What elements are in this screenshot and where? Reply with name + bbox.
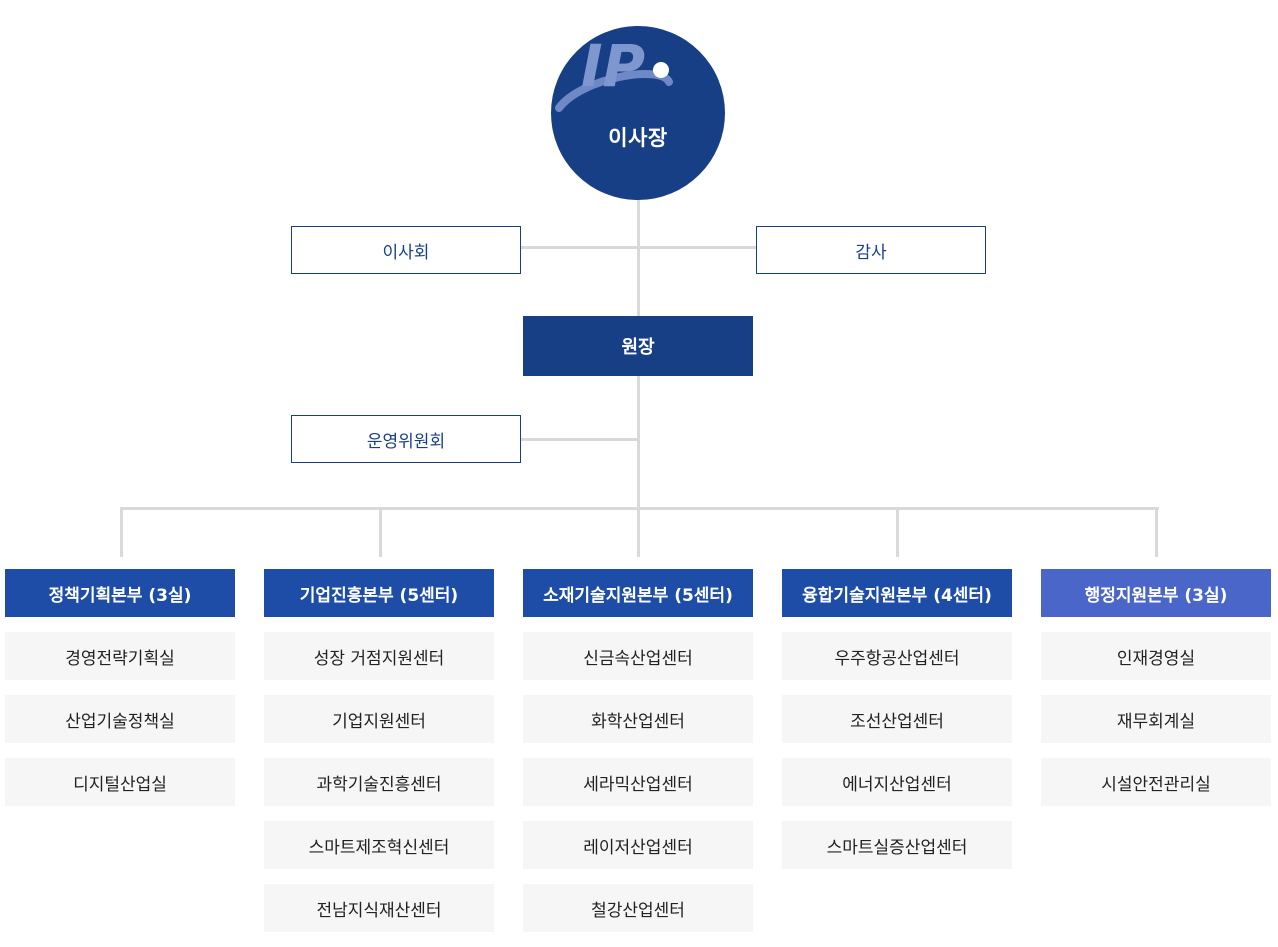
- list-item: 스마트실증산업센터: [782, 821, 1012, 869]
- division-header: 소재기술지원본부 (5센터): [523, 569, 753, 617]
- list-item: 우주항공산업센터: [782, 632, 1012, 680]
- list-item: 경영전략기획실: [5, 632, 235, 680]
- drop-line-1: [120, 507, 123, 557]
- list-item: 기업지원센터: [264, 695, 494, 743]
- list-item: 철강산업센터: [523, 884, 753, 932]
- list-item: 디지털산업실: [5, 758, 235, 806]
- division-materials: 소재기술지원본부 (5센터) 신금속산업센터 화학산업센터 세라믹산업센터 레이…: [523, 569, 753, 947]
- list-item: 전남지식재산센터: [264, 884, 494, 932]
- division-header: 정책기획본부 (3실): [5, 569, 235, 617]
- division-title: 기업진흥본부 (5센터): [299, 585, 459, 606]
- drop-line-5: [1155, 507, 1158, 557]
- division-admin: 행정지원본부 (3실) 인재경영실 재무회계실 시설안전관리실: [1041, 569, 1271, 821]
- list-item: 스마트제조혁신센터: [264, 821, 494, 869]
- list-item: 과학기술진흥센터: [264, 758, 494, 806]
- division-header: 행정지원본부 (3실): [1041, 569, 1271, 617]
- chairman-label: 이사장: [608, 126, 668, 150]
- director-node: 원장: [523, 316, 753, 376]
- division-header: 융합기술지원본부 (4센터): [782, 569, 1012, 617]
- list-item: 재무회계실: [1041, 695, 1271, 743]
- list-item: 신금속산업센터: [523, 632, 753, 680]
- division-title: 소재기술지원본부 (5센터): [543, 585, 733, 606]
- chairman-node: IP 이사장: [551, 26, 725, 200]
- committee-node: 운영위원회: [291, 415, 521, 463]
- ip-logo-icon: IP: [555, 32, 673, 112]
- drop-line-2: [379, 507, 382, 557]
- division-title: 행정지원본부 (3실): [1084, 585, 1228, 606]
- division-title: 정책기획본부 (3실): [48, 585, 192, 606]
- logo-text: IP: [581, 32, 645, 100]
- list-item: 조선산업센터: [782, 695, 1012, 743]
- division-header: 기업진흥본부 (5센터): [264, 569, 494, 617]
- committee-label: 운영위원회: [366, 431, 446, 452]
- board-label: 이사회: [382, 242, 430, 263]
- connector-board-audit: [520, 246, 756, 249]
- list-item: 인재경영실: [1041, 632, 1271, 680]
- director-label: 원장: [621, 337, 655, 358]
- list-item: 레이저산업센터: [523, 821, 753, 869]
- list-item: 에너지산업센터: [782, 758, 1012, 806]
- division-title: 융합기술지원본부 (4센터): [802, 585, 992, 606]
- list-item: 시설안전관리실: [1041, 758, 1271, 806]
- audit-label: 감사: [855, 242, 887, 263]
- drop-line-4: [896, 507, 899, 557]
- list-item: 산업기술정책실: [5, 695, 235, 743]
- division-policy: 정책기획본부 (3실) 경영전략기획실 산업기술정책실 디지털산업실: [5, 569, 235, 821]
- connector-committee: [520, 438, 639, 441]
- board-node: 이사회: [291, 226, 521, 274]
- list-item: 성장 거점지원센터: [264, 632, 494, 680]
- drop-line-3: [637, 507, 640, 557]
- list-item: 세라믹산업센터: [523, 758, 753, 806]
- audit-node: 감사: [756, 226, 986, 274]
- division-convergence: 융합기술지원본부 (4센터) 우주항공산업센터 조선산업센터 에너지산업센터 스…: [782, 569, 1012, 884]
- list-item: 화학산업센터: [523, 695, 753, 743]
- division-enterprise: 기업진흥본부 (5센터) 성장 거점지원센터 기업지원센터 과학기술진흥센터 스…: [264, 569, 494, 947]
